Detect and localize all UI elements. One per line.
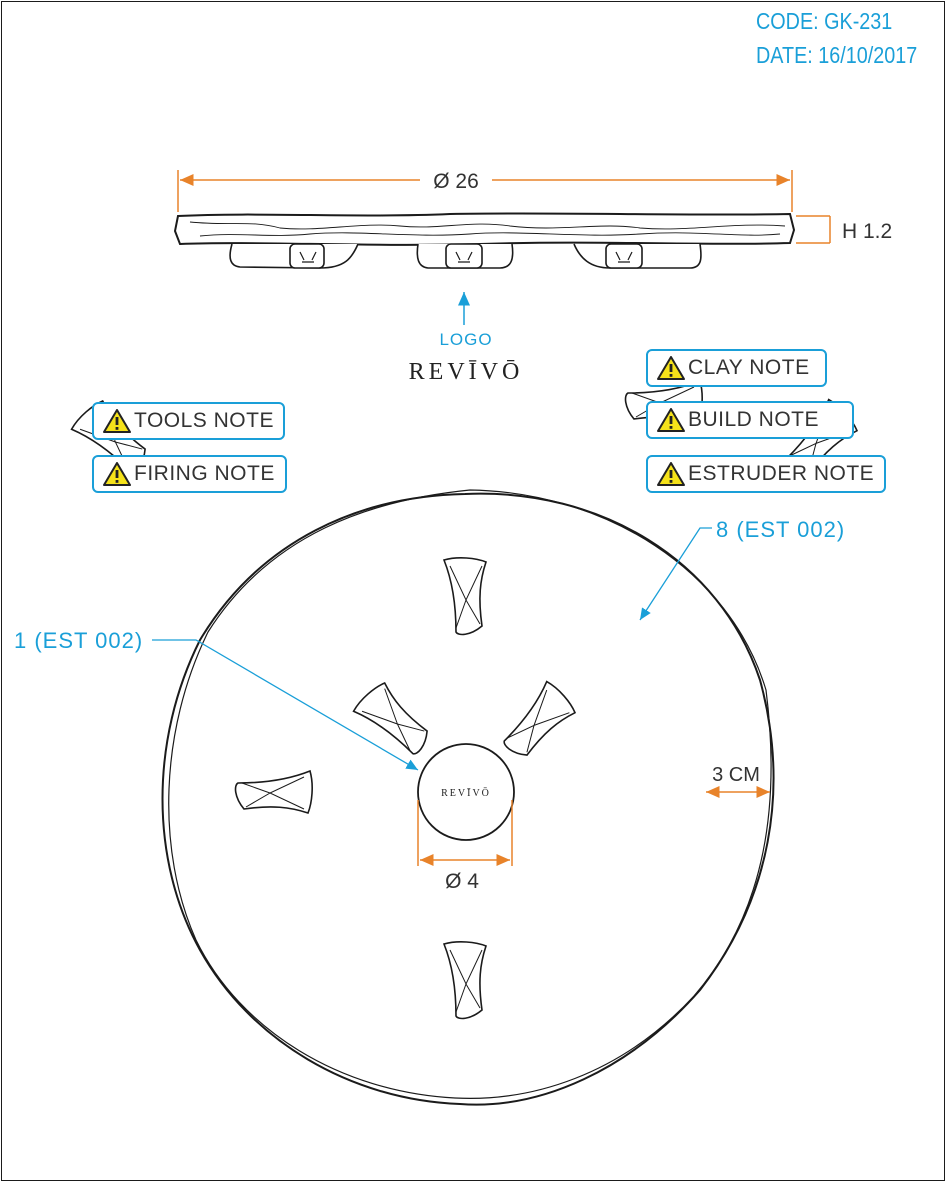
warning-icon [103,409,131,433]
plate-outline-rough [168,489,772,1099]
center-diameter-label: Ø 4 [445,870,479,893]
foot-top-n [442,557,487,636]
foot-top-sw [503,680,577,756]
callout-feet-label: 8 (EST 002) [716,517,845,542]
callout-center-label: 1 (EST 002) [14,628,143,653]
note-clay-label: CLAY NOTE [688,356,810,379]
side-view: Ø 26 H 1.2 LOGO [173,170,892,349]
foot-top-se [352,681,428,755]
warning-icon [103,462,131,486]
diameter-26-label: Ø 26 [433,170,479,193]
warning-icon [657,408,685,432]
note-build[interactable]: BUILD NOTE [646,401,854,439]
logo-label: LOGO [439,330,492,349]
callout-center-leader [152,639,419,771]
note-firing-label: FIRING NOTE [134,462,275,485]
brand-wordmark: REVĪVŌ [409,359,524,385]
height-label: H 1.2 [842,220,892,243]
foot-top-w [234,769,313,814]
product-code: CODE: GK-231 [756,8,893,34]
warning-icon [657,356,685,380]
note-build-label: BUILD NOTE [688,408,820,431]
note-firing[interactable]: FIRING NOTE [92,455,287,493]
warning-icon [657,462,685,486]
plate-side-profile [173,212,796,246]
note-estruder[interactable]: ESTRUDER NOTE [646,455,886,493]
edge-distance-label: 3 CM [712,764,760,786]
top-view: REVĪVŌ Ø 4 3 CM 8 (EST 002) 1 (EST 002) [14,379,859,1106]
foot-top-s [442,941,487,1020]
note-tools-label: TOOLS NOTE [134,409,274,432]
note-estruder-label: ESTRUDER NOTE [688,462,875,485]
note-clay[interactable]: CLAY NOTE [646,349,827,387]
note-tools[interactable]: TOOLS NOTE [92,402,285,440]
stamp-text: REVĪVŌ [441,787,491,799]
callout-feet-leader [639,527,712,621]
center-logo-stamp [417,743,515,841]
drawing-date: DATE: 16/10/2017 [756,42,918,68]
